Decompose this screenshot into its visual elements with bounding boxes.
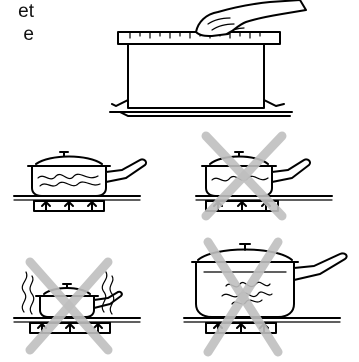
lid-knob	[239, 243, 251, 251]
cross-mark-stroke-2	[25, 257, 113, 355]
pan-handle	[105, 158, 148, 183]
steam-left-icon-2	[29, 275, 35, 315]
pan-body	[31, 165, 107, 197]
pan-handle	[271, 158, 312, 183]
lid-knob	[62, 283, 72, 289]
panel-pan-incorrect-2	[13, 257, 141, 355]
heat-arrows	[37, 323, 103, 333]
pan-handle	[293, 252, 348, 281]
boiling-bubbles-2	[39, 181, 101, 187]
cross-mark-stroke-2	[201, 131, 287, 221]
pan-handle-left	[111, 99, 129, 107]
panel-pan-correct	[13, 151, 148, 212]
cross-mark-stroke-2	[203, 237, 283, 357]
pan-body	[127, 43, 265, 109]
hand-icon	[195, 0, 307, 37]
pan-handle-right	[263, 99, 285, 107]
pan-lid	[35, 155, 103, 165]
clipped-text-fragment: et e	[0, 0, 34, 46]
text-line-1: et	[18, 1, 34, 22]
steam-left-icon	[21, 271, 28, 313]
panel-ruler-check	[109, 0, 307, 117]
text-line-2: e	[23, 24, 34, 45]
heat-arrows	[41, 201, 97, 211]
boiling-bubbles	[37, 173, 99, 180]
table-edge	[119, 111, 291, 117]
lid-knob	[59, 151, 69, 157]
panel-pan-incorrect-3	[183, 237, 348, 357]
pan-handle	[93, 290, 123, 309]
panel-pan-incorrect-1	[195, 131, 333, 221]
steam-right-icon-2	[109, 275, 115, 315]
steam-right-icon	[101, 271, 108, 313]
hand-fingers	[207, 17, 245, 35]
lid-knob	[234, 151, 244, 157]
